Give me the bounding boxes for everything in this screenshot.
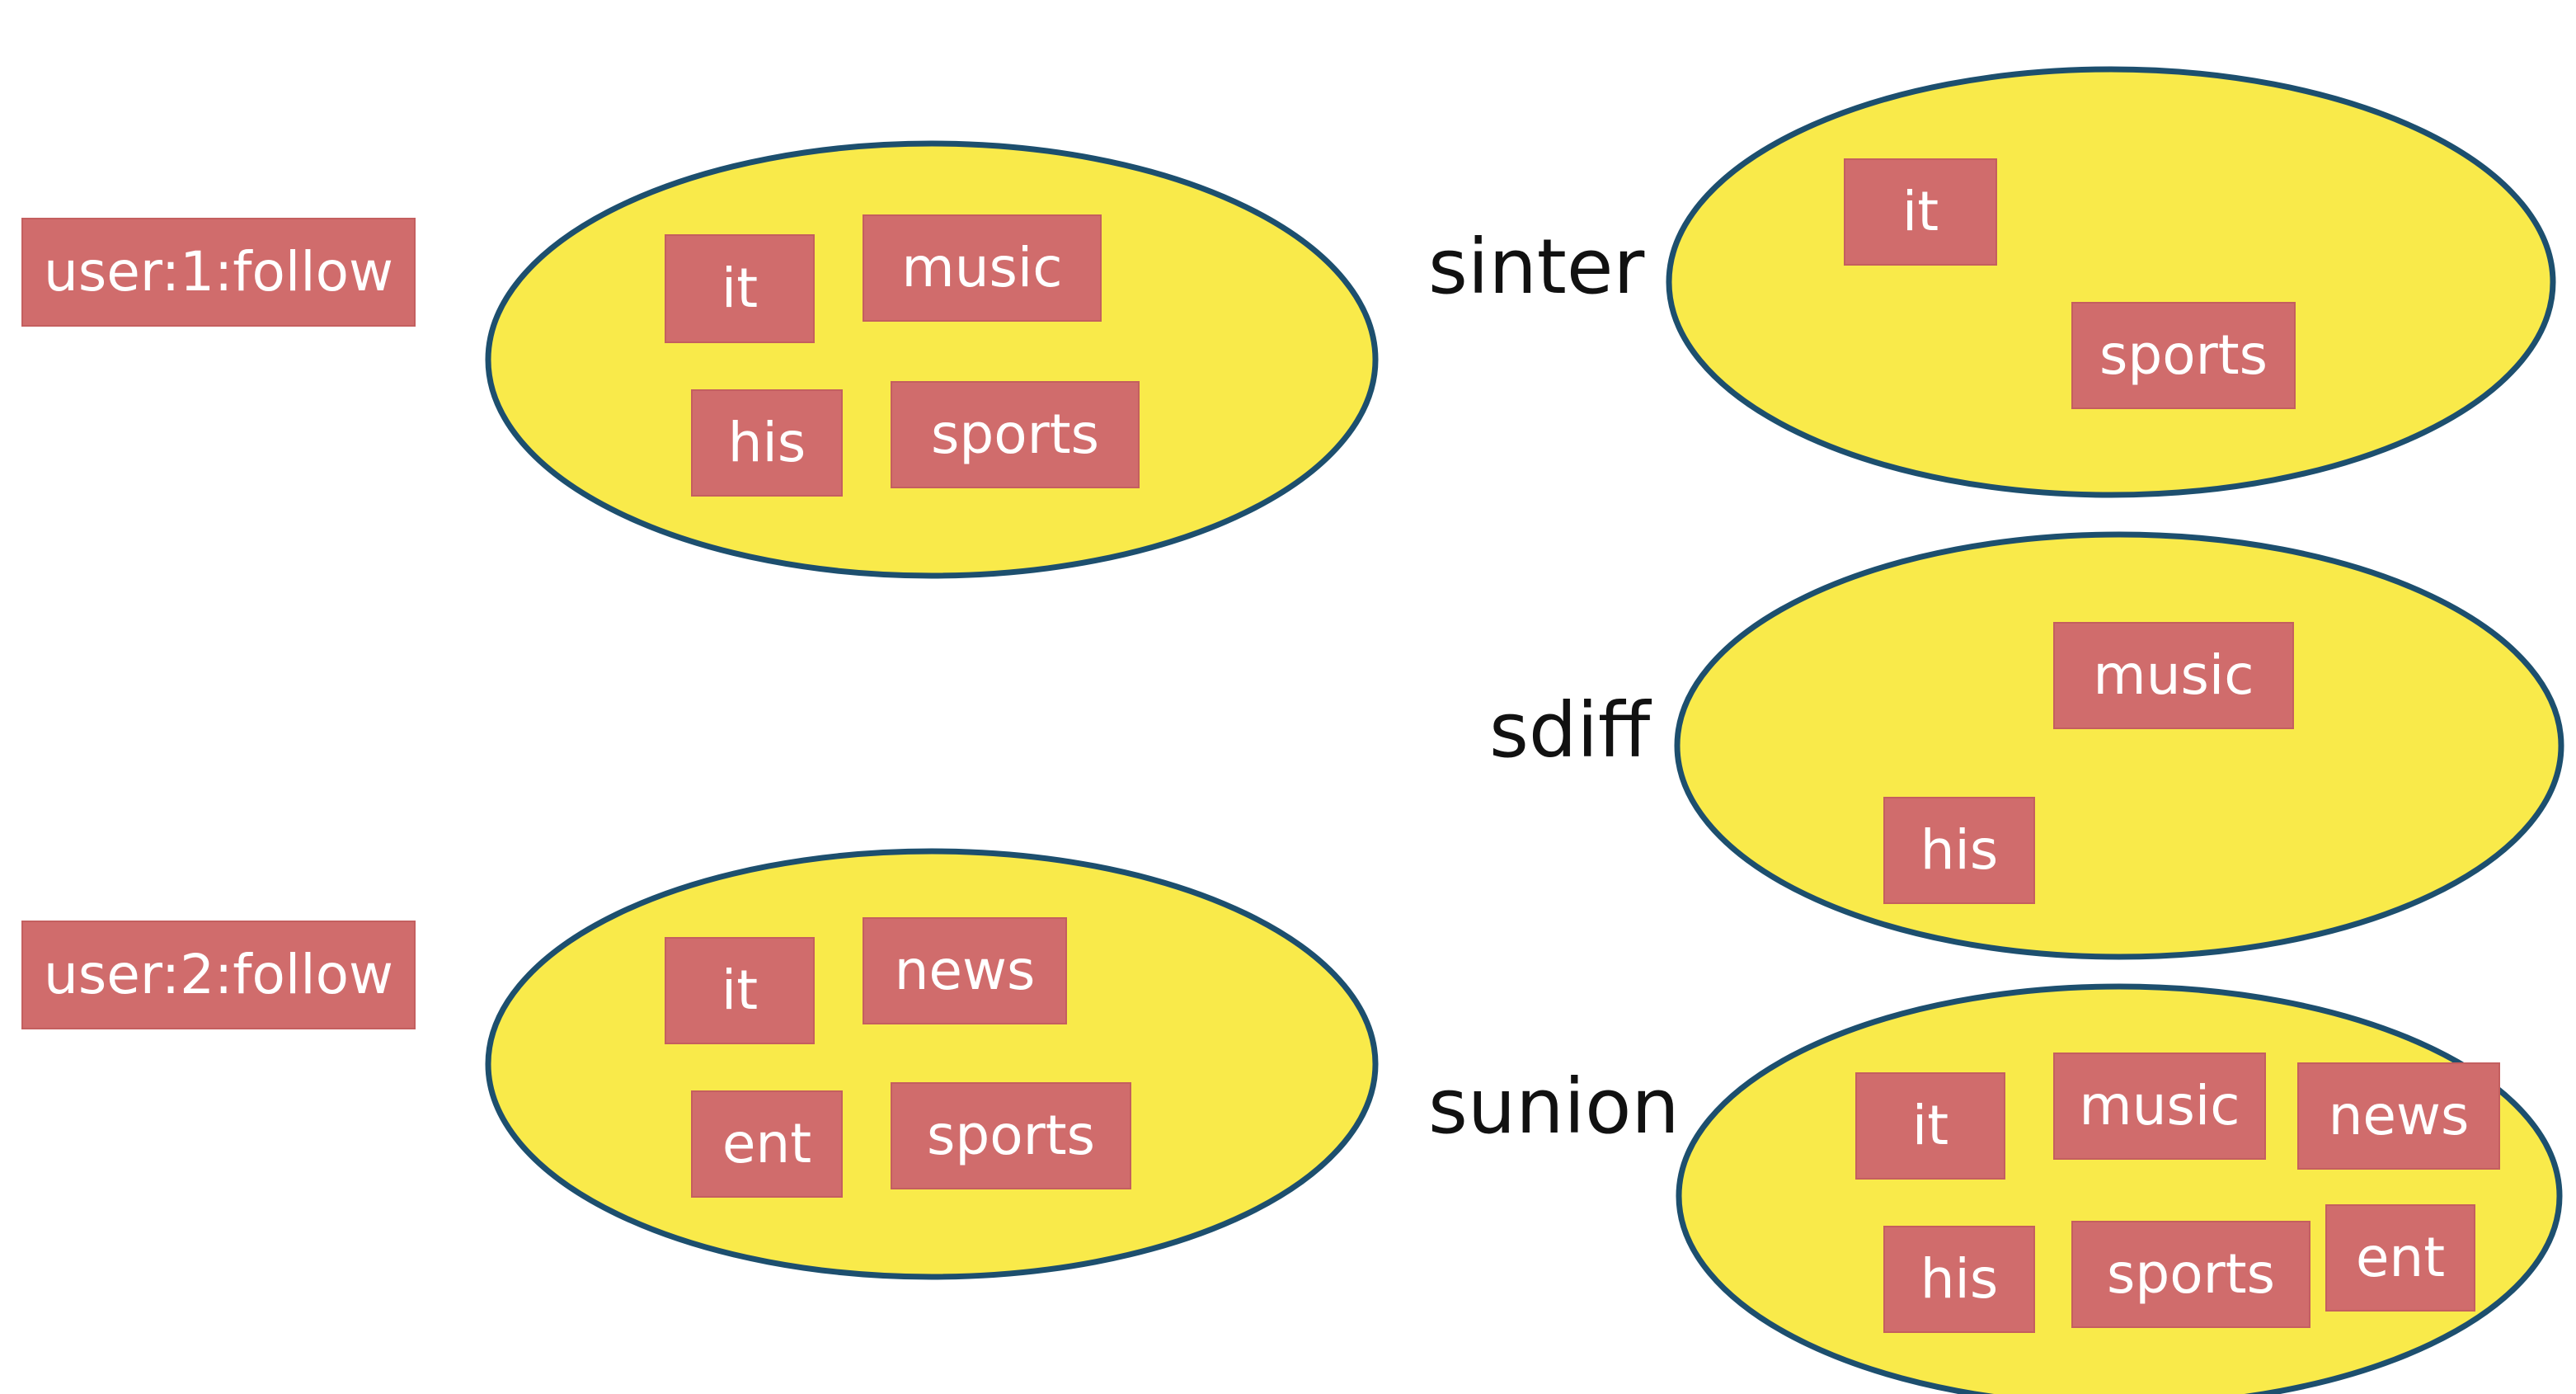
user1-member-sports: sports (891, 381, 1140, 488)
user1-member-it: it (665, 234, 815, 343)
sinter-result-ellipse (1666, 66, 2556, 498)
sunion-member-ent: ent (2325, 1204, 2475, 1312)
user1-member-his: his (691, 389, 843, 497)
op-label-sinter: sinter (1428, 223, 1645, 311)
sunion-result-ellipse (1676, 983, 2563, 1394)
sunion-member-his: his (1883, 1226, 2035, 1333)
sinter-member-it: it (1844, 158, 1997, 266)
sdiff-member-music: music (2053, 622, 2294, 729)
key-label-user2: user:2:follow (21, 921, 416, 1029)
sunion-member-it: it (1855, 1072, 2005, 1180)
set-user2-ellipse (485, 848, 1379, 1280)
user2-member-it: it (665, 937, 815, 1044)
sdiff-member-his: his (1883, 797, 2035, 904)
op-label-sunion: sunion (1428, 1062, 1680, 1151)
user2-member-news: news (863, 917, 1067, 1024)
key-label-user1: user:1:follow (21, 218, 416, 327)
user2-member-ent: ent (691, 1090, 843, 1198)
sinter-member-sports: sports (2071, 302, 2296, 409)
user1-member-music: music (863, 214, 1102, 322)
user2-member-sports: sports (891, 1082, 1131, 1189)
set-user1-ellipse (485, 140, 1379, 579)
sunion-member-sports: sports (2071, 1221, 2310, 1328)
sunion-member-news: news (2297, 1062, 2500, 1170)
sdiff-result-ellipse (1674, 531, 2564, 960)
sunion-member-music: music (2053, 1053, 2266, 1160)
op-label-sdiff: sdiff (1489, 686, 1651, 775)
